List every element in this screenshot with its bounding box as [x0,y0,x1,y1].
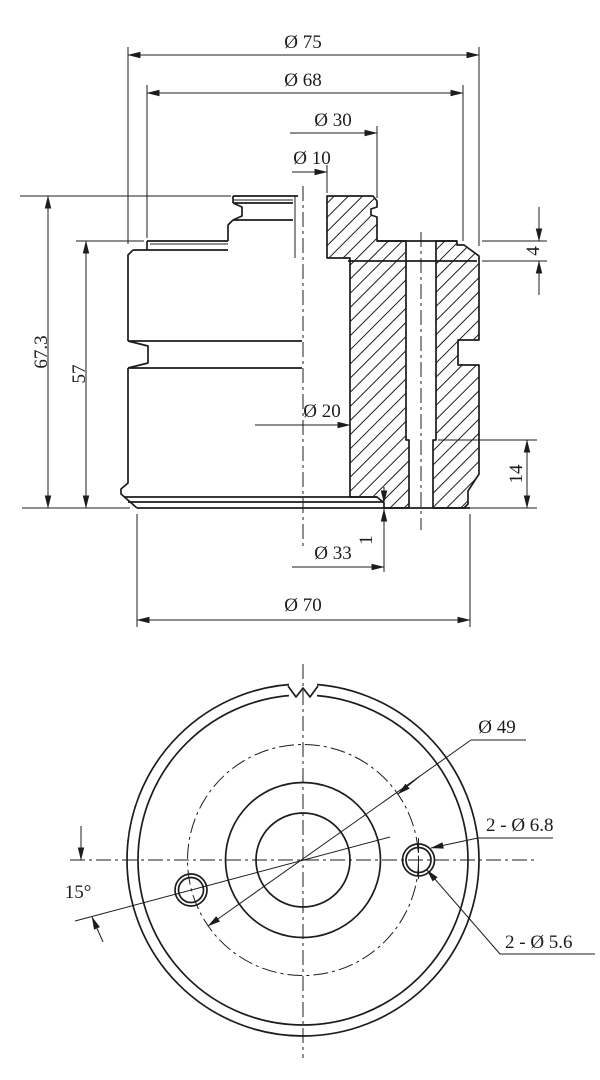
dim-total-height-67-3: 67.3 [31,335,52,368]
left-hole-outer [174,873,208,907]
dim-boss-diameter-30: Ø 30 [314,110,351,131]
bolt-holes [174,838,436,907]
dim-outer-diameter-75: Ø 75 [284,32,321,53]
hatch-right-wall [432,240,480,509]
section-hatching [326,195,480,509]
dim-recess-depth-1: 1 [356,535,377,545]
bottom-view-centerlines [70,664,537,1058]
hole-outer-leader [430,837,479,849]
dim-holes-inner-5-6: 2 - Ø 5.6 [505,932,573,953]
front-section-view: Ø 75 Ø 68 Ø 30 Ø 10 67.3 57 4 [20,32,547,627]
hatch-left-wall [326,195,410,509]
left-hole-inner [177,876,205,904]
top-notch [287,685,319,698]
dim-recess-diameter-33: Ø 33 [314,543,351,564]
dim-flange-thickness-4: 4 [523,246,544,256]
part-outline [120,195,477,509]
angle-line-15deg [74,836,391,922]
dim-body-height-57: 57 [69,365,90,384]
dim-holes-outer-6-8: 2 - Ø 6.8 [486,815,554,836]
hole-inner-leader [426,869,501,955]
dim-counterbore-depth-14: 14 [506,464,527,484]
dim-rim-diameter-68: Ø 68 [284,70,321,91]
dim-base-diameter-70: Ø 70 [284,595,321,616]
bottom-view: 15° Ø 49 2 - Ø 6.8 2 - Ø 5.6 [65,664,595,1058]
section-dimensions: Ø 75 Ø 68 Ø 30 Ø 10 67.3 57 4 [20,32,547,627]
bolt-circle-leader [207,739,472,927]
dim-bore-diameter-20: Ø 20 [303,401,340,422]
bottom-view-annotations: 15° Ø 49 2 - Ø 6.8 2 - Ø 5.6 [65,717,595,955]
dim-angle-15: 15° [65,882,92,903]
dim-hole-diameter-10: Ø 10 [293,148,330,169]
section-centerlines [302,186,422,548]
dim-bolt-circle-49: Ø 49 [478,717,515,738]
